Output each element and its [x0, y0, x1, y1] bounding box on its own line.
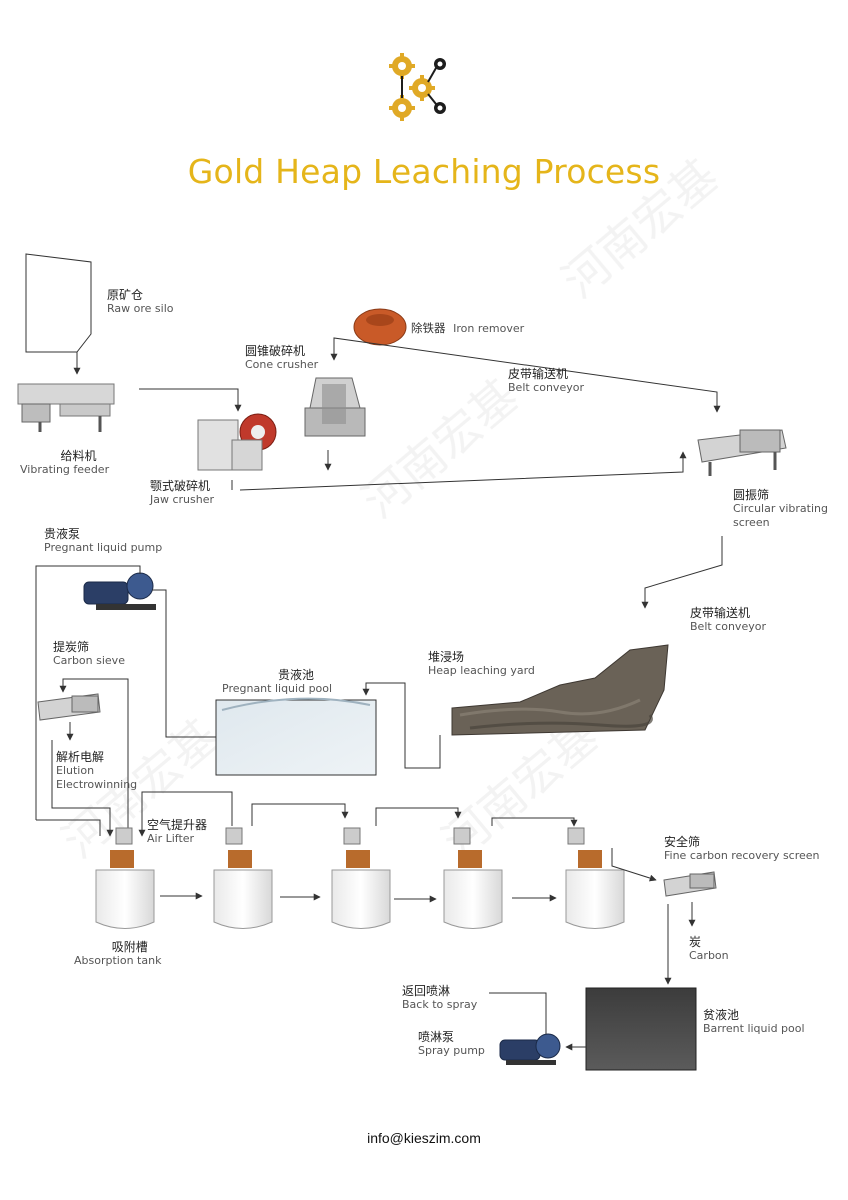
- label-jaw-crusher: 颚式破碎机 Jaw crusher: [150, 479, 214, 507]
- pregnant-liquid-pump: [83, 572, 156, 610]
- label-en: Electrowinning: [56, 778, 138, 791]
- label-en: Belt conveyor: [690, 620, 766, 633]
- label-zh: 炭: [689, 935, 702, 949]
- label-en: Absorption tank: [74, 954, 162, 967]
- label-spray-pump: 喷淋泵 Spray pump: [418, 1030, 485, 1058]
- label-en: Belt conveyor: [508, 381, 584, 394]
- cone-crusher: [304, 377, 366, 437]
- label-zh: 颚式破碎机: [150, 479, 211, 493]
- label-zh: 给料机: [60, 449, 97, 463]
- label-en: Pregnant liquid pump: [44, 541, 163, 554]
- label-fine-carbon-recovery-screen: 安全筛 Fine carbon recovery screen: [664, 835, 820, 863]
- label-barrent-liquid-pool: 贫液池 Barrent liquid pool: [703, 1008, 805, 1036]
- label-raw-ore-silo: 原矿仓 Raw ore silo: [107, 288, 173, 316]
- gold-gear-icon: [409, 75, 435, 101]
- label-en: Back to spray: [402, 998, 478, 1011]
- label-absorption-tank: 吸附槽 Absorption tank: [74, 940, 161, 968]
- label-en: Elution: [56, 764, 95, 777]
- label-zh: 安全筛: [664, 835, 701, 849]
- pregnant-liquid-pool: [215, 699, 377, 776]
- label-en: Barrent liquid pool: [703, 1022, 805, 1035]
- label-zh: 贵液泵: [44, 527, 81, 541]
- circular-vibrating-screen: [697, 429, 787, 476]
- fine-carbon-recovery-screen: [663, 871, 717, 897]
- label-zh: 堆浸场: [428, 650, 465, 664]
- label-en: Vibrating feeder: [20, 463, 110, 476]
- label-back-to-spray: 返回喷淋 Back to spray: [402, 984, 477, 1012]
- raw-ore-silo: [25, 253, 92, 353]
- svg-text:河南宏基: 河南宏基: [552, 149, 728, 309]
- label-zh: 吸附槽: [111, 940, 148, 954]
- page-title: Gold Heap Leaching Process: [187, 152, 661, 191]
- label-zh: 贫液池: [703, 1008, 740, 1022]
- label-belt-conveyor-2: 皮带输送机 Belt conveyor: [690, 606, 766, 634]
- label-zh: 解析电解: [56, 750, 105, 764]
- label-en: Fine carbon recovery screen: [664, 849, 820, 862]
- label-belt-conveyor-1: 皮带输送机 Belt conveyor: [508, 367, 584, 395]
- label-pregnant-liquid-pump: 贵液泵 Pregnant liquid pump: [44, 527, 162, 555]
- label-cone-crusher: 圆锥破碎机 Cone crusher: [245, 344, 318, 372]
- label-pregnant-liquid-pool: 贵液池 Pregnant liquid pool: [222, 668, 332, 696]
- label-zh: 圆锥破碎机: [245, 344, 306, 358]
- label-en: Air Lifter: [147, 832, 195, 845]
- label-en: Cone crusher: [245, 358, 319, 371]
- label-zh: 喷淋泵: [418, 1030, 455, 1044]
- label-circular-vibrating-screen: 圆振筛 Circular vibrating screen: [733, 488, 828, 530]
- absorption-tank-4: [443, 827, 503, 929]
- label-zh: 圆振筛: [733, 488, 770, 502]
- barrent-liquid-pool: [585, 987, 697, 1071]
- label-zh: 除铁器: [411, 321, 446, 335]
- label-vibrating-feeder: 给料机 Vibrating feeder: [20, 449, 109, 477]
- jaw-crusher: [197, 413, 277, 471]
- label-en: Iron remover: [453, 322, 525, 335]
- vibrating-feeder: [17, 383, 115, 432]
- label-heap-leaching-yard: 堆浸场 Heap leaching yard: [428, 650, 535, 678]
- gold-gear-icon: [389, 53, 415, 79]
- label-en: Carbon: [689, 949, 729, 962]
- carbon-sieve: [37, 693, 101, 721]
- heap-leaching-yard: [451, 644, 669, 736]
- label-air-lifter: 空气提升器 Air Lifter: [147, 818, 207, 846]
- absorption-tank-3: [331, 827, 391, 929]
- label-zh: 空气提升器: [147, 818, 208, 832]
- label-en: Pregnant liquid pool: [222, 682, 333, 695]
- label-elution-electrowinning: 解析电解 Elution Electrowinning: [56, 750, 137, 792]
- company-logo: [389, 53, 446, 121]
- label-zh: 皮带输送机: [508, 367, 569, 381]
- label-zh: 皮带输送机: [690, 606, 751, 620]
- label-en: Carbon sieve: [53, 654, 125, 667]
- label-carbon-sieve: 提炭筛 Carbon sieve: [53, 640, 125, 668]
- label-zh: 返回喷淋: [402, 984, 451, 998]
- label-en: Circular vibrating: [733, 502, 828, 515]
- label-en: Spray pump: [418, 1044, 485, 1057]
- label-en: Jaw crusher: [150, 493, 215, 506]
- dark-gear-icon: [434, 58, 446, 114]
- label-zh: 贵液池: [278, 668, 315, 682]
- label-en: screen: [733, 516, 770, 529]
- absorption-tank-2: [213, 827, 273, 929]
- label-carbon: 炭 Carbon: [689, 935, 729, 963]
- contact-email[interactable]: info@kieszim.com: [367, 1130, 481, 1146]
- watermark: 河南宏基 河南宏基 河南宏基 河南宏基: [52, 149, 728, 869]
- absorption-tank-5: [565, 827, 625, 929]
- label-en: Raw ore silo: [107, 302, 174, 315]
- svg-text:河南宏基: 河南宏基: [352, 369, 528, 529]
- absorption-tank-1: [95, 827, 155, 929]
- label-iron-remover: 除铁器 Iron remover: [411, 321, 524, 336]
- spray-pump: [499, 1033, 561, 1065]
- label-zh: 原矿仓: [107, 288, 144, 302]
- label-en: Heap leaching yard: [428, 664, 535, 677]
- label-zh: 提炭筛: [53, 640, 90, 654]
